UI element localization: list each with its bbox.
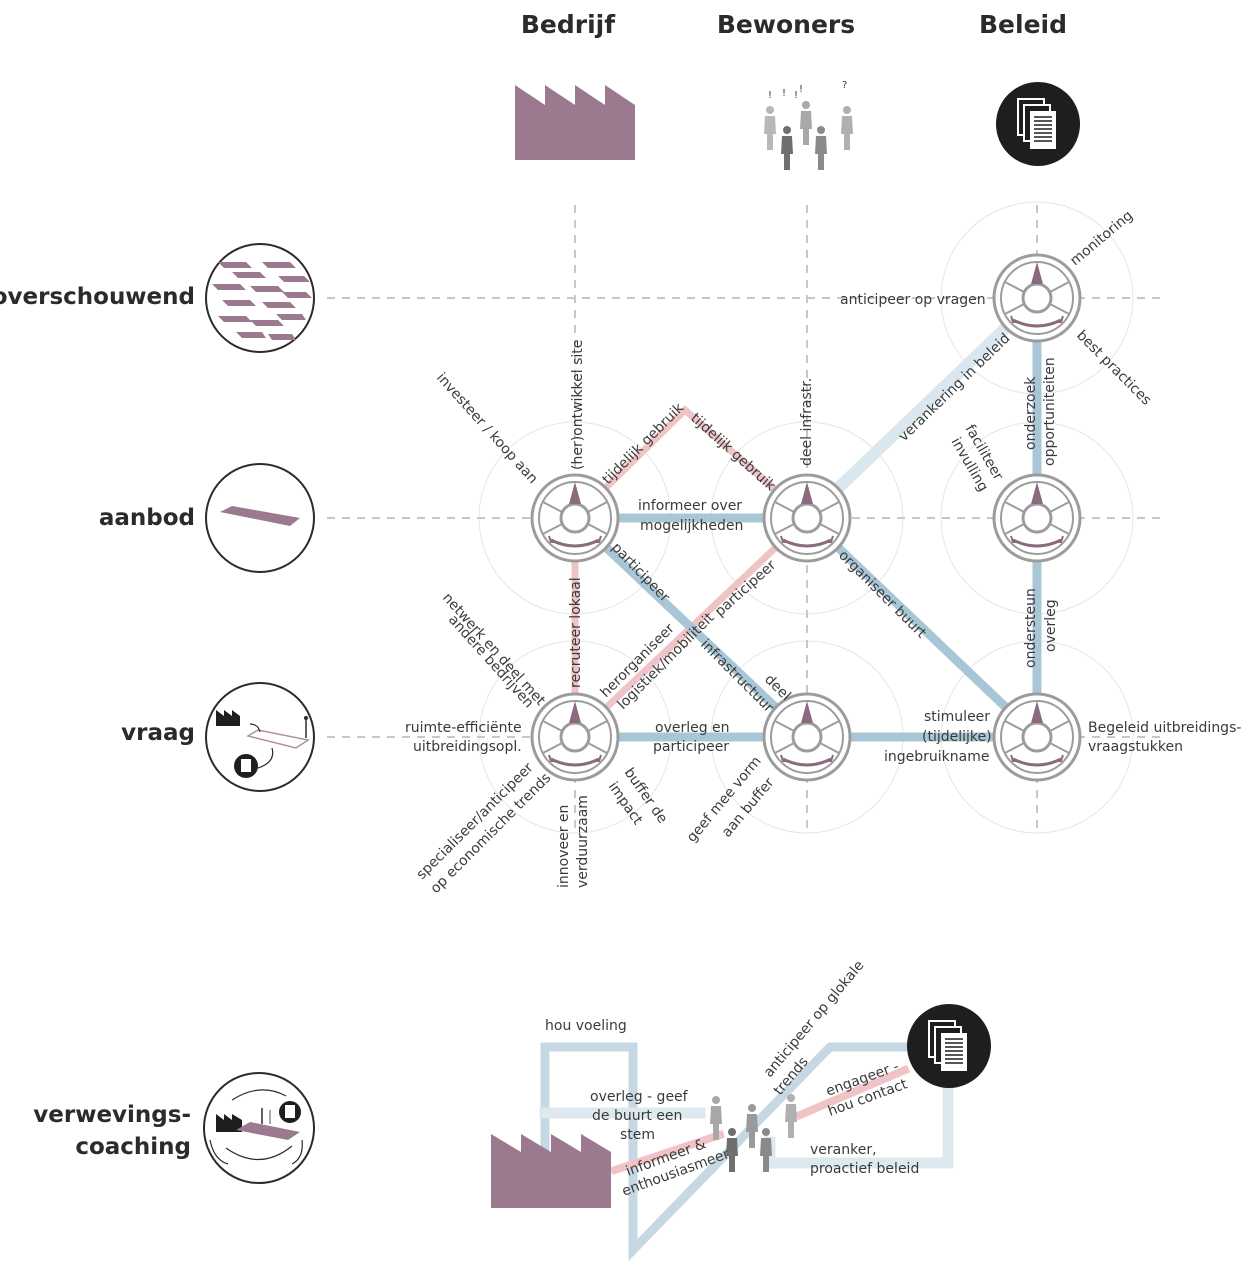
column-heading-beleid: Beleid (978, 10, 1068, 39)
label-specialiseer-1: specialiseer/anticipeer (414, 760, 537, 883)
label-participeer-2: participeer (712, 557, 779, 620)
people-mark-4: ! (799, 84, 803, 95)
compass-vraag-bewoners (762, 692, 852, 782)
label-organiseer-buurt: organiseer buurt (835, 548, 929, 642)
label-tijdelijk-gebruik-1: tijdelijk gebruik (600, 400, 688, 488)
label-anticipeer-op-vragen: anticipeer op vragen (840, 292, 986, 308)
label-best-practices: best practices (1073, 328, 1154, 409)
overschouwend-icon (205, 243, 315, 353)
aanbod-icon (205, 463, 315, 573)
row-heading-vraag: vraag (121, 720, 195, 746)
coaching-policy-icon (907, 1004, 991, 1088)
row-heading-aanbod: aanbod (98, 505, 195, 531)
coaching-overleg-2: de buurt een (592, 1108, 682, 1124)
column-heading-bedrijf: Bedrijf (520, 10, 616, 39)
people-mark-2: ! (782, 88, 786, 99)
label-netwerk-1: netwerk en deel met (439, 590, 549, 709)
coaching-veranker-1: veranker, (810, 1142, 877, 1158)
label-begeleid-2: vraagstukken (1088, 739, 1183, 755)
row-heading-coaching-1: verwevings- (33, 1102, 191, 1128)
vraag-icon (205, 682, 315, 792)
factory-icon (515, 85, 635, 160)
coaching-overleg-3: stem (620, 1127, 655, 1143)
label-overleg-en: overleg en (655, 720, 730, 736)
blue-faint-connection (801, 292, 1043, 524)
people-mark-5: ? (842, 80, 847, 91)
compass-vraag-beleid (992, 692, 1082, 782)
label-participeer-3: participeer (653, 739, 729, 755)
label-monitoring: monitoring (1067, 208, 1136, 269)
label-deel-infrastr: deel infrastr. (799, 378, 815, 466)
label-mogelijkheden: mogelijkheden (640, 518, 743, 534)
residents-icon: ! ! ! ! ? (764, 80, 853, 170)
coaching-icon (203, 1072, 315, 1184)
label-tijdelijk-gebruik-2: tijdelijk gebruik (687, 410, 779, 495)
label-ondersteun: ondersteun (1023, 588, 1039, 668)
label-specialiseer-2: op economische trends (428, 770, 555, 897)
compass-aanbod-bewoners (762, 473, 852, 563)
row-heading-overschouwend: overschouwend (0, 284, 195, 310)
people-mark-3: ! (794, 90, 798, 101)
coaching-veranker-2: proactief beleid (810, 1161, 919, 1177)
label-informeer-over: informeer over (638, 498, 742, 514)
label-infrastructuur: infrastructuur (697, 637, 776, 716)
label-her-ontwikkel-site: (her)ontwikkel site (570, 340, 586, 470)
coaching-hou-voeling: hou voeling (545, 1018, 627, 1034)
label-stimuleer: stimuleer (924, 709, 990, 725)
compass-aanbod-bedrijf (530, 473, 620, 563)
row-heading-coaching-2: coaching (75, 1134, 191, 1160)
label-opportuniteiten: opportuniteiten (1042, 357, 1058, 466)
label-ingebruikname: ingebruikname (884, 749, 989, 765)
label-onderzoek: onderzoek (1023, 376, 1039, 450)
label-overleg-vertical: overleg (1043, 599, 1059, 652)
label-innoveer-2: verduurzaam (575, 795, 591, 888)
compass-overschouwend-beleid (992, 253, 1082, 343)
people-mark-1: ! (768, 90, 772, 101)
compass-aanbod-beleid (992, 473, 1082, 563)
policy-document-icon (996, 82, 1080, 166)
coaching-overleg-1: overleg - geef (590, 1089, 689, 1105)
label-participeer-1: participeer (608, 540, 673, 606)
label-investeer-koop-aan: investeer / koop aan (433, 370, 541, 487)
column-heading-bewoners: Bewoners (716, 10, 856, 39)
label-innoveer-1: innoveer en (556, 805, 572, 888)
label-ruimte-1: ruimte-efficiënte (405, 720, 522, 736)
compass-vraag-bedrijf (530, 692, 620, 782)
label-netwerk-2: andere bedrijven (445, 612, 537, 711)
label-recruteer-lokaal: recruteer lokaal (568, 577, 584, 688)
coaching-factory-icon (491, 1134, 611, 1208)
label-begeleid-1: Begeleid uitbreidings- (1088, 720, 1241, 736)
label-tijdelijke: (tijdelijke) (922, 729, 992, 745)
label-ruimte-2: uitbreidingsopl. (413, 739, 522, 755)
